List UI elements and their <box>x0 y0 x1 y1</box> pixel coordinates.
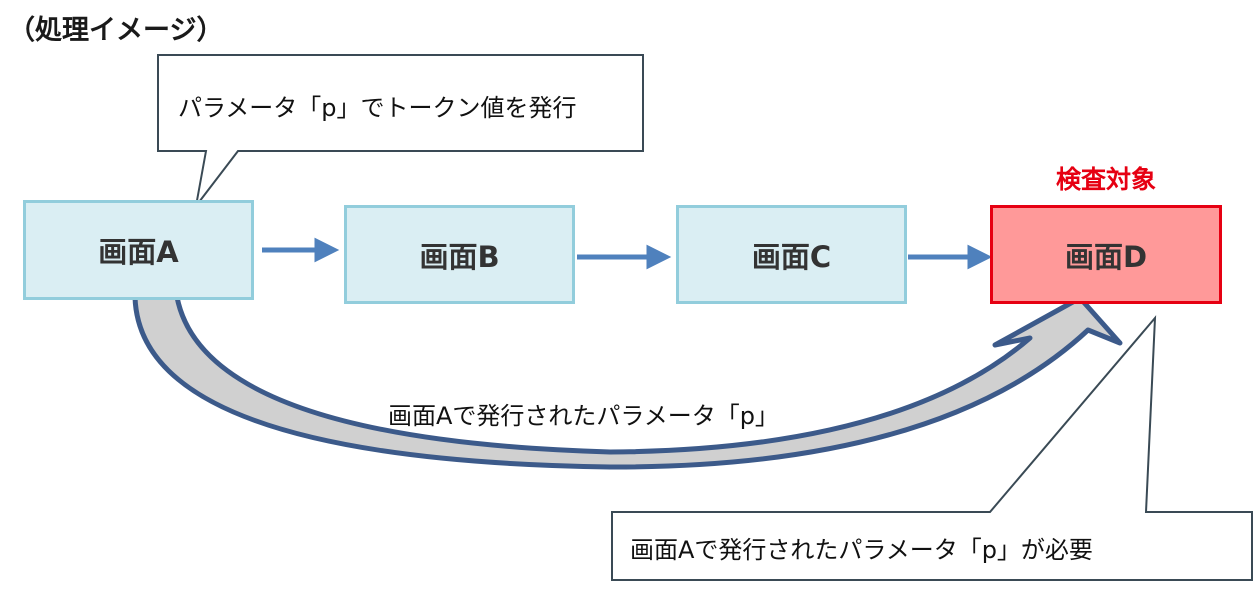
callout-top-bubble <box>157 54 644 207</box>
callout-top-text: パラメータ「p」でトークン値を発行 <box>178 94 577 122</box>
screen-b-box: 画面B <box>344 205 575 304</box>
screen-a-label: 画面A <box>98 235 179 269</box>
screen-c-box: 画面C <box>676 205 907 304</box>
diagram-heading: （処理イメージ） <box>8 15 224 46</box>
callout-bottom-text: 画面Aで発行されたパラメータ「p」が必要 <box>630 536 1093 564</box>
screen-c-label: 画面C <box>751 239 832 274</box>
target-label: 検査対象 <box>1055 165 1156 194</box>
curved-arrow-a-to-d <box>132 294 1123 470</box>
screen-d-label: 画面D <box>1064 239 1148 274</box>
screen-b-label: 画面B <box>419 239 500 274</box>
curved-arrow-label: 画面Aで発行されたパラメータ「p」 <box>388 402 779 430</box>
screen-a-box: 画面A <box>23 200 254 300</box>
callout-bottom-bubble <box>611 315 1253 581</box>
screen-d-box: 画面D <box>990 205 1222 304</box>
